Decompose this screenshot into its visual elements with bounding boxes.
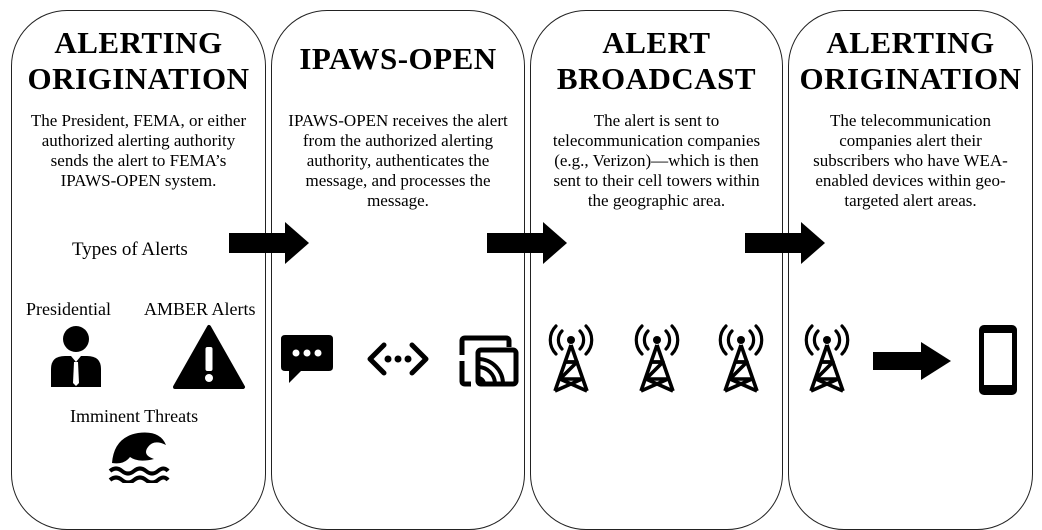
phone-icon bbox=[979, 325, 1017, 395]
alert-type-amber-label: AMBER Alerts bbox=[144, 299, 256, 319]
panel-alert-broadcast: ALERT BROADCAST The alert is sent to tel… bbox=[530, 10, 783, 530]
chat-bubble-icon bbox=[281, 335, 333, 383]
panel-title: IPAWS-OPEN bbox=[299, 41, 497, 76]
warning-icon bbox=[173, 325, 245, 389]
panel-description: The alert is sent to telecommunication c… bbox=[552, 111, 761, 210]
types-of-alerts-label: Types of Alerts bbox=[72, 239, 188, 260]
flow-arrow-icon bbox=[487, 222, 567, 264]
panel-title-line1: ALERTING bbox=[826, 25, 995, 60]
alert-type-imminent-threats-label: Imminent Threats bbox=[70, 406, 199, 426]
panel-title: ALERTING ORIGINATION bbox=[789, 25, 1032, 97]
cell-tower-icon bbox=[713, 324, 769, 394]
panel-title-line2: ORIGINATION bbox=[799, 61, 1022, 96]
panel-title-line2: ORIGINATION bbox=[27, 61, 250, 96]
panel-alerting-origination: ALERTING ORIGINATION The President, FEMA… bbox=[11, 10, 266, 530]
code-arrows-icon bbox=[367, 342, 429, 376]
flow-arrow-icon bbox=[745, 222, 825, 264]
panel-title: ALERTING ORIGINATION bbox=[12, 25, 265, 97]
panel-description: The telecommunication companies alert th… bbox=[813, 111, 1008, 210]
panel-title-line1: ALERT bbox=[602, 25, 711, 60]
panel-title-line2: BROADCAST bbox=[556, 61, 757, 96]
alert-type-presidential-label: Presidential bbox=[26, 299, 111, 319]
person-icon bbox=[51, 326, 101, 387]
cell-tower-icon bbox=[799, 324, 855, 394]
panel-title: ALERT BROADCAST bbox=[531, 25, 782, 97]
panel-description: IPAWS-OPEN receives the alert from the a… bbox=[288, 111, 508, 210]
arrow-right-icon bbox=[873, 342, 951, 380]
cell-tower-icon bbox=[629, 324, 685, 394]
panel-title-line1: ALERTING bbox=[54, 25, 223, 60]
panel-alerting-origination-subscribers: ALERTING ORIGINATION The telecommunicati… bbox=[788, 10, 1033, 530]
flow-arrow-icon bbox=[229, 222, 309, 264]
cell-tower-icon bbox=[543, 324, 599, 394]
panel-ipaws-open: IPAWS-OPEN IPAWS-OPEN receives the alert… bbox=[271, 10, 525, 530]
cast-screen-icon bbox=[459, 335, 519, 387]
wave-icon bbox=[108, 432, 170, 483]
panel-description: The President, FEMA, or either authorize… bbox=[30, 111, 247, 190]
